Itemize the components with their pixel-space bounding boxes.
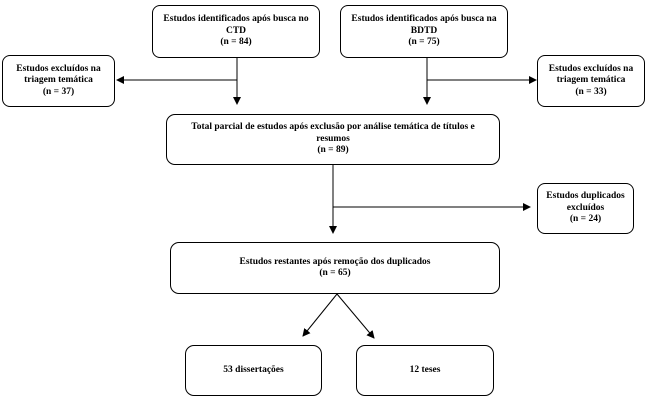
box-line: Estudos excluídos na: [548, 63, 634, 74]
box-line: triagem temática: [556, 75, 626, 86]
box-line: Estudos identificados após busca no: [163, 14, 309, 25]
box-count: (n = 37): [42, 86, 75, 97]
box-label: 53 dissertações: [223, 364, 284, 375]
box-dissertations: 53 dissertações: [185, 345, 322, 396]
box-remaining: Estudos restantes após remoção dos dupli…: [170, 242, 500, 294]
box-line: CTD: [225, 25, 247, 36]
box-excluded-left: Estudos excluídos na triagem temática (n…: [2, 55, 115, 107]
box-count: (n = 24): [569, 214, 602, 225]
box-line: triagem temática: [24, 75, 93, 86]
box-line: resumos: [316, 133, 350, 144]
box-theses: 12 teses: [356, 345, 494, 396]
box-line: Total parcial de estudos após exclusão p…: [191, 122, 475, 133]
box-partial-total: Total parcial de estudos após exclusão p…: [166, 114, 500, 165]
box-bdtd-identified: Estudos identificados após busca na BDTD…: [340, 5, 508, 58]
box-count: (n = 33): [575, 86, 607, 97]
box-duplicates-excluded: Estudos duplicados excluídos (n = 24): [537, 183, 634, 234]
arrow-remaining-to-dissertations: [302, 293, 338, 337]
box-count: (n = 75): [408, 37, 440, 48]
box-excluded-right: Estudos excluídos na triagem temática (n…: [537, 55, 645, 107]
box-count: (n = 84): [220, 37, 252, 48]
box-line: Estudos identificados após busca na: [351, 14, 497, 25]
box-line: excluídos: [566, 202, 605, 213]
box-line: Estudos restantes após remoção dos dupli…: [239, 256, 431, 267]
box-ctd-identified: Estudos identificados após busca no CTD …: [152, 5, 320, 58]
box-label: 12 teses: [409, 364, 441, 375]
box-line: BDTD: [410, 25, 438, 36]
arrow-remaining-to-theses: [336, 293, 375, 339]
box-count: (n = 65): [319, 268, 351, 278]
box-count: (n = 89): [317, 145, 349, 156]
box-line: Estudos duplicados: [546, 191, 625, 202]
box-line: Estudos excluídos na: [16, 63, 101, 74]
